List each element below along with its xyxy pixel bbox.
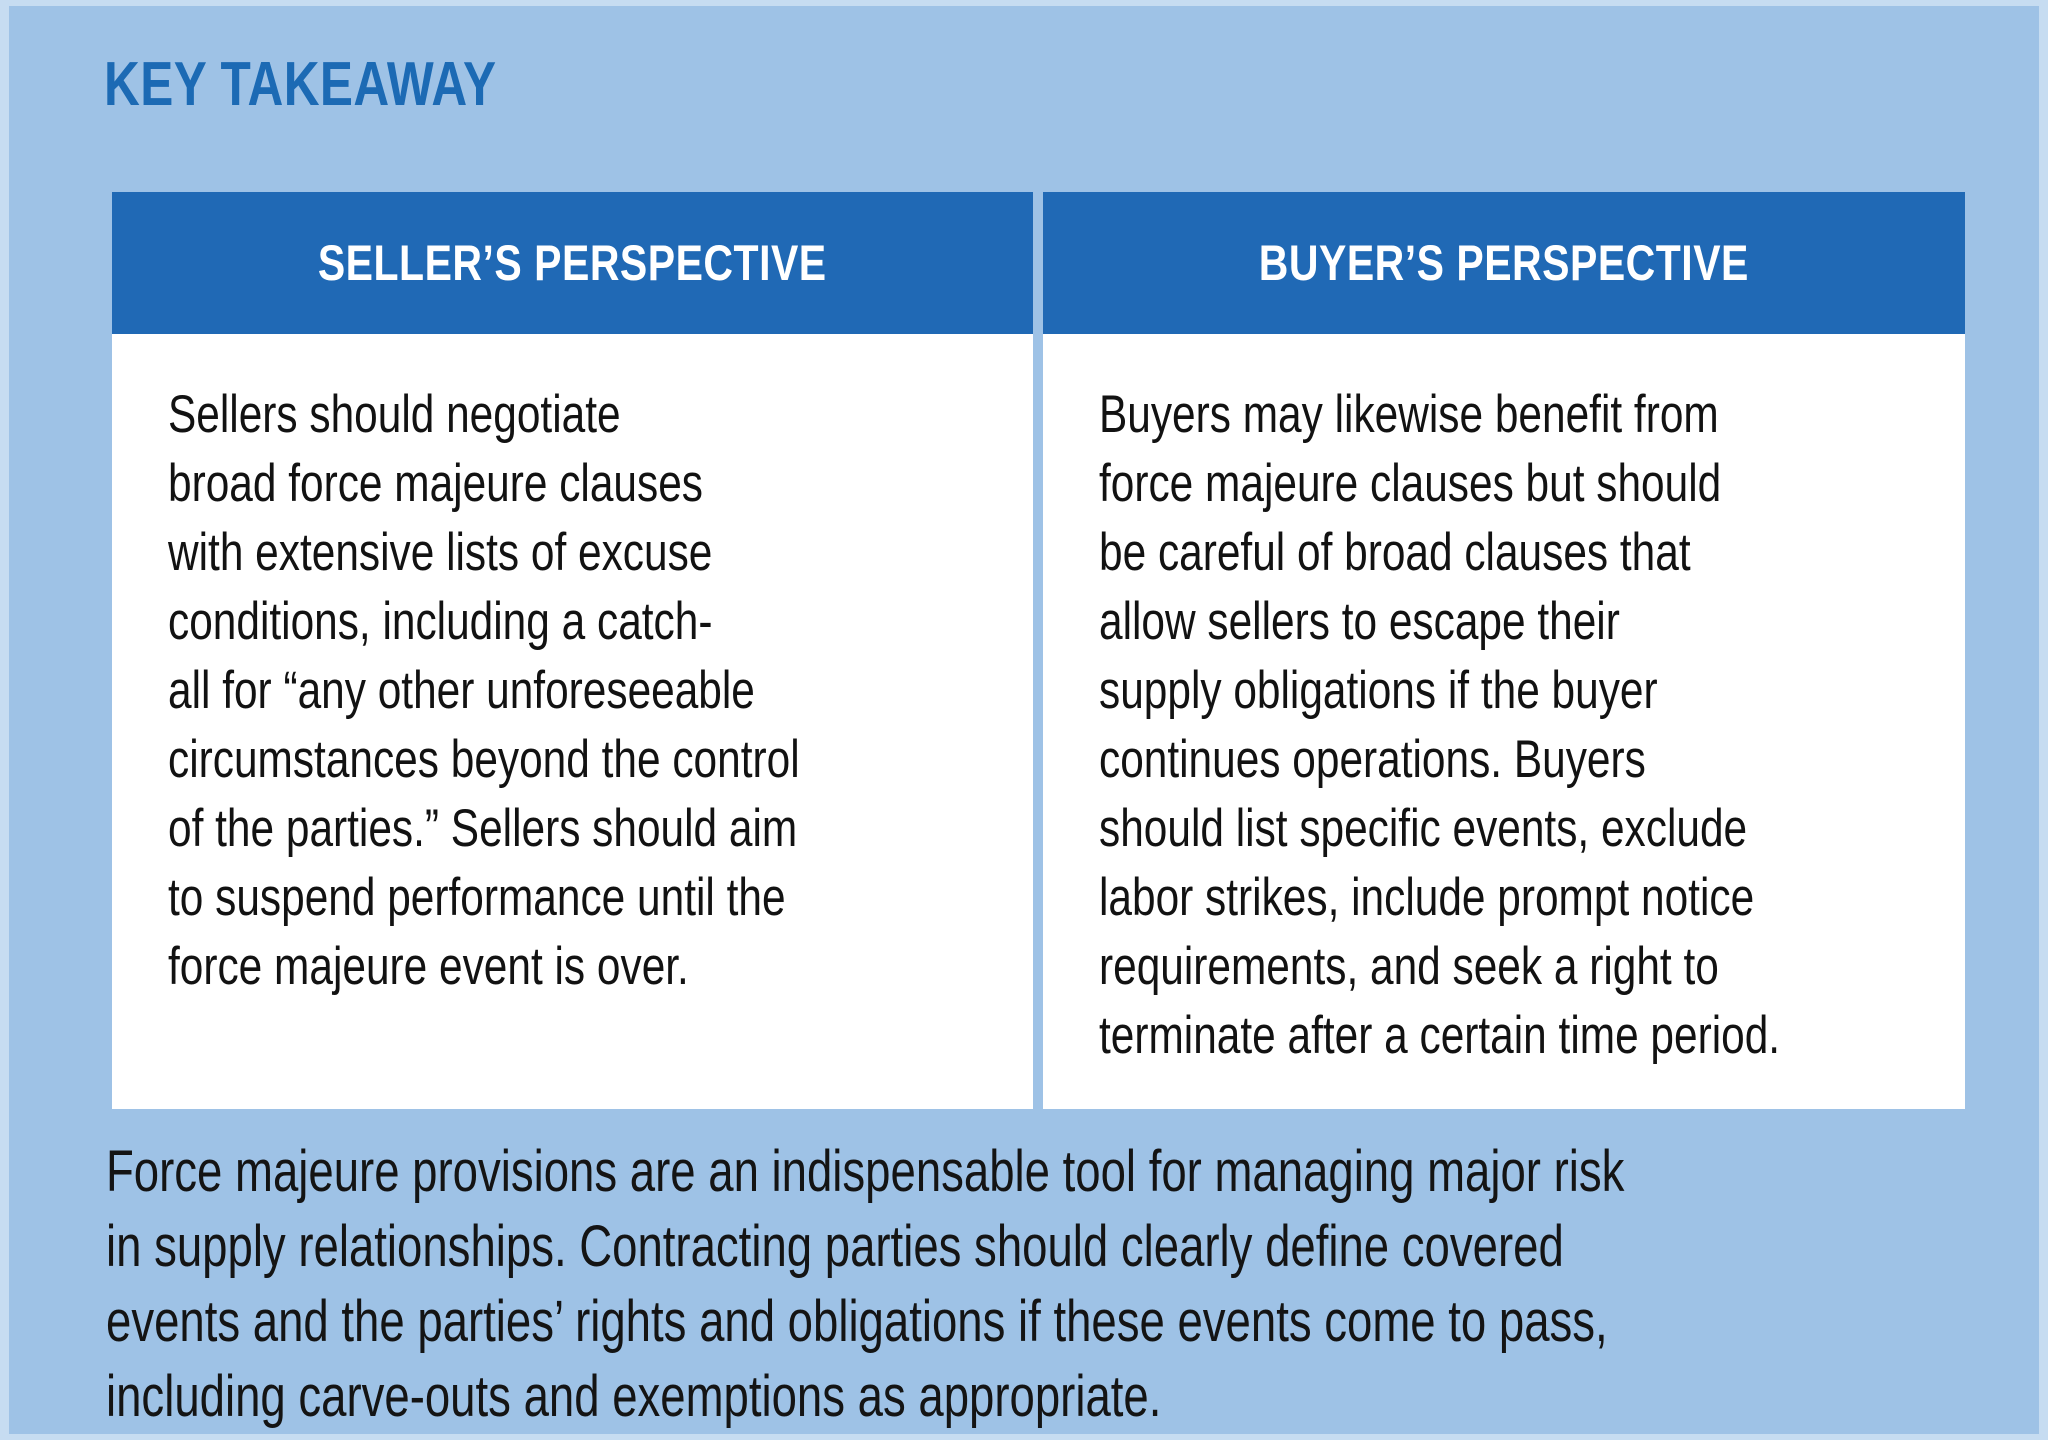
page-title: KEY TAKEAWAY bbox=[104, 50, 497, 119]
seller-column-body-text: Sellers should negotiate broad force maj… bbox=[168, 385, 800, 996]
seller-column-header-label: SELLER’S PERSPECTIVE bbox=[318, 235, 827, 291]
summary-paragraph: Force majeure provisions are an indispen… bbox=[106, 1139, 1625, 1429]
buyer-column-header-label: BUYER’S PERSPECTIVE bbox=[1258, 235, 1750, 291]
buyer-column-header: BUYER’S PERSPECTIVE bbox=[1043, 192, 1965, 334]
seller-column-body: Sellers should negotiate broad force maj… bbox=[112, 334, 1033, 1109]
buyer-column-body-text: Buyers may likewise benefit from force m… bbox=[1099, 385, 1781, 1065]
buyer-column-body: Buyers may likewise benefit from force m… bbox=[1043, 334, 1965, 1109]
seller-perspective-column: SELLER’S PERSPECTIVE Sellers should nego… bbox=[112, 192, 1033, 1109]
perspectives-comparison-table: SELLER’S PERSPECTIVE Sellers should nego… bbox=[112, 192, 1965, 1109]
buyer-perspective-column: BUYER’S PERSPECTIVE Buyers may likewise … bbox=[1043, 192, 1965, 1109]
seller-column-header: SELLER’S PERSPECTIVE bbox=[112, 192, 1033, 334]
